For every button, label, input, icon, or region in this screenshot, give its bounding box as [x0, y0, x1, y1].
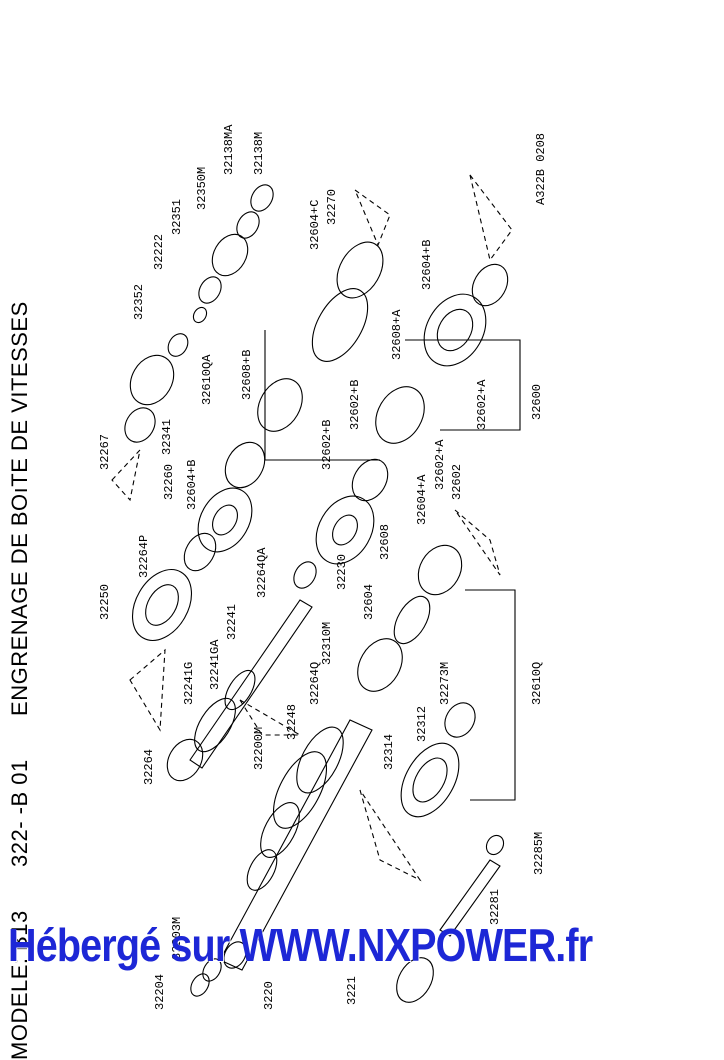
label: 32281	[488, 889, 502, 925]
label: 32264Q	[308, 662, 322, 705]
label: 32608+A	[390, 309, 404, 360]
label: 32604+B	[420, 240, 434, 290]
label: 32273M	[438, 662, 452, 705]
label: 32600	[530, 384, 544, 420]
label: 32314	[382, 734, 396, 770]
label: 32350M	[195, 167, 209, 210]
label: 32352	[132, 284, 146, 320]
reference-brackets	[111, 174, 513, 882]
label: 32610QA	[200, 354, 214, 405]
label: 3220	[262, 981, 276, 1010]
group-brackets	[264, 330, 521, 801]
label: 32608+B	[240, 350, 254, 400]
main-shaft	[219, 719, 373, 971]
label: 32138M	[252, 132, 266, 175]
label: 32312	[415, 706, 429, 742]
label: 32341	[160, 419, 174, 455]
label: 32264	[142, 749, 156, 785]
label: 3221	[345, 976, 359, 1005]
label: 32264P	[137, 535, 151, 578]
label: 32608	[378, 524, 392, 560]
exploded-view: 32138M 32138MA 32350M 32351 32222 32352 …	[98, 124, 546, 1010]
label: 32203M	[170, 917, 184, 960]
label: 32610Q	[530, 662, 544, 705]
label: 32604+B	[185, 460, 199, 510]
label: 32230	[335, 554, 349, 590]
label: 32310M	[320, 622, 334, 665]
label: 32604+C	[308, 200, 322, 250]
label: 32267	[98, 434, 112, 470]
label: 32204	[153, 974, 167, 1010]
gear-set	[124, 184, 509, 1003]
label: 32250	[98, 584, 112, 620]
label: 32602+A	[433, 439, 447, 490]
label: 32200M	[252, 727, 266, 770]
label: 32138MA	[222, 124, 236, 175]
part-labels: 32138M 32138MA 32350M 32351 32222 32352 …	[98, 124, 546, 1010]
label: 32602	[450, 464, 464, 500]
label: 32604+A	[415, 474, 429, 525]
label: 32264QA	[255, 547, 269, 598]
label: 32602+A	[475, 379, 489, 430]
label: 32604	[362, 584, 376, 620]
watermark-banner[interactable]: Hébergé sur WWW.NXPOWER.fr	[8, 919, 593, 971]
parts-diagram: MODELE: B13 322- -B 01 ENGRENAGE DE BOıT…	[7, 124, 593, 1060]
label: 32270	[325, 189, 339, 225]
label: 32285M	[532, 832, 546, 875]
label: 32602+B	[348, 380, 362, 430]
input-shaft	[189, 599, 313, 769]
label: 32241	[225, 604, 239, 640]
label: 32248	[285, 704, 299, 740]
label: 32222	[152, 234, 166, 270]
label: 32602+B	[320, 420, 334, 470]
label: 32260	[162, 464, 176, 500]
label: 32351	[170, 199, 184, 235]
label: 32241GA	[208, 639, 222, 690]
label: 32241G	[182, 662, 196, 705]
